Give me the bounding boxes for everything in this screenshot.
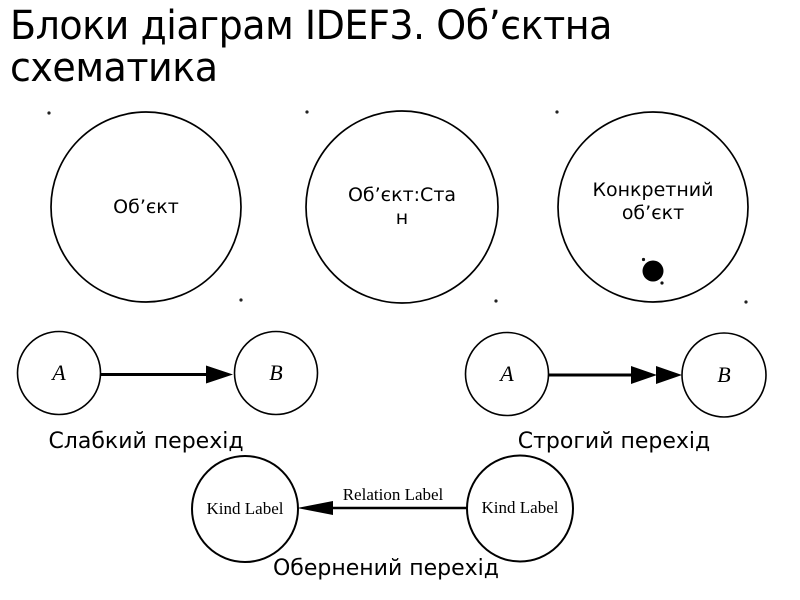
reverse-left-circle-shape [191,455,299,563]
corner-mark [744,300,748,304]
corner-mark [47,111,51,115]
strict-arrowhead-2 [656,366,682,384]
instance-dot [642,260,664,282]
reverse-transition-caption: Обернений перехід [272,556,500,581]
relation-label: Relation Label [342,485,444,504]
slide-title-line2: схематика [10,45,218,91]
reverse-right-circle-shape [466,454,574,563]
artifact-dot [641,257,646,262]
slide-title: Блоки діаграм IDEF3. Об’єктна схематика [10,5,612,89]
corner-mark [239,298,243,302]
strict-to-circle-shape [681,332,767,418]
weak-transition-caption: Слабкий перехід [48,429,244,454]
corner-mark [494,299,498,303]
strict-from-circle-shape [464,331,550,417]
weak-from-circle-shape [16,330,102,416]
reverse-arrowhead [297,501,333,515]
object-circle-shape [50,111,242,303]
corner-mark [555,110,559,114]
weak-to-circle-shape [233,330,319,416]
weak-arrowhead [206,365,233,384]
artifact-dot [660,281,664,285]
corner-mark [305,110,309,114]
strict-transition-caption: Строгий перехід [517,429,711,454]
concrete-object-circle-shape [557,111,749,303]
slide-title-line1: Блоки діаграм IDEF3. Об’єктна [10,3,612,49]
strict-arrowhead-1 [631,366,657,384]
object-state-circle-shape [305,110,499,304]
